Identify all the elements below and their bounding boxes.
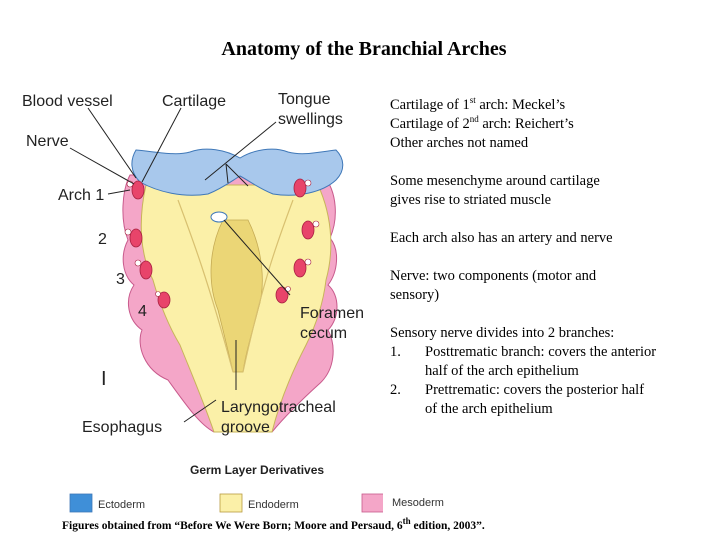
figure-caption: Figures obtained from “Before We Were Bo… <box>62 516 485 532</box>
list-item: 1. Posttrematic branch: covers the anter… <box>390 344 657 379</box>
note-artery-nerve: Each arch also has an artery and nerve <box>390 230 613 246</box>
slide-title: Anatomy of the Branchial Arches <box>221 38 507 60</box>
note-mesenchyme-1: Some mesenchyme around cartilage <box>390 173 600 189</box>
label-foramen-1: Foramen <box>300 305 364 322</box>
label-blood-vessel: Blood vessel <box>22 93 113 110</box>
label-laryngotracheal-1: Laryngotracheal <box>221 399 336 416</box>
legend-label-ectoderm: Ectoderm <box>98 499 145 511</box>
note-mesenchyme-2: gives rise to striated muscle <box>390 192 552 208</box>
legend-title: Germ Layer Derivatives <box>190 463 324 477</box>
label-arch-2: 2 <box>98 231 107 248</box>
foramen-cecum <box>210 211 228 223</box>
list-item: 2. Prettrematic: covers the posterior ha… <box>390 382 645 417</box>
legend-swatch-mesoderm <box>361 493 383 513</box>
label-foramen-2: cecum <box>300 325 347 342</box>
left-arch-markers <box>129 180 171 309</box>
note-nerve-components-2: sensory) <box>390 287 440 303</box>
note-sensory-nerve: Sensory nerve divides into 2 branches: <box>390 325 615 341</box>
label-tongue-1: Tongue <box>278 91 331 108</box>
label-cartilage: Cartilage <box>162 93 226 110</box>
label-laryngotracheal-2: groove <box>221 419 270 436</box>
ectoderm-top <box>131 148 344 196</box>
right-arch-markers <box>275 178 315 304</box>
label-arch-1: Arch 1 <box>58 187 104 204</box>
notes-panel: Cartilage of 1st arch: Meckel’s Cartilag… <box>390 96 725 419</box>
label-roman-numeral: I <box>101 368 107 390</box>
note-nerve-components-1: Nerve: two components (motor and <box>390 268 597 284</box>
label-arch-4: 4 <box>138 303 147 320</box>
legend-swatch-ectoderm <box>69 493 93 513</box>
legend-label-endoderm: Endoderm <box>248 499 299 511</box>
note-other-arches: Other arches not named <box>390 135 529 151</box>
label-esophagus: Esophagus <box>82 419 162 436</box>
label-arch-3: 3 <box>116 271 125 288</box>
note-cartilage-1: Cartilage of 1st arch: Meckel’s <box>390 95 566 113</box>
branchial-arch-diagram: Blood vessel Cartilage Tongue swellings … <box>22 91 383 513</box>
legend-swatch-endoderm <box>219 493 243 513</box>
note-cartilage-2: Cartilage of 2nd arch: Reichert’s <box>390 114 574 132</box>
label-tongue-2: swellings <box>278 111 343 128</box>
legend-label-mesoderm: Mesoderm <box>392 497 444 509</box>
label-nerve: Nerve <box>26 133 69 150</box>
